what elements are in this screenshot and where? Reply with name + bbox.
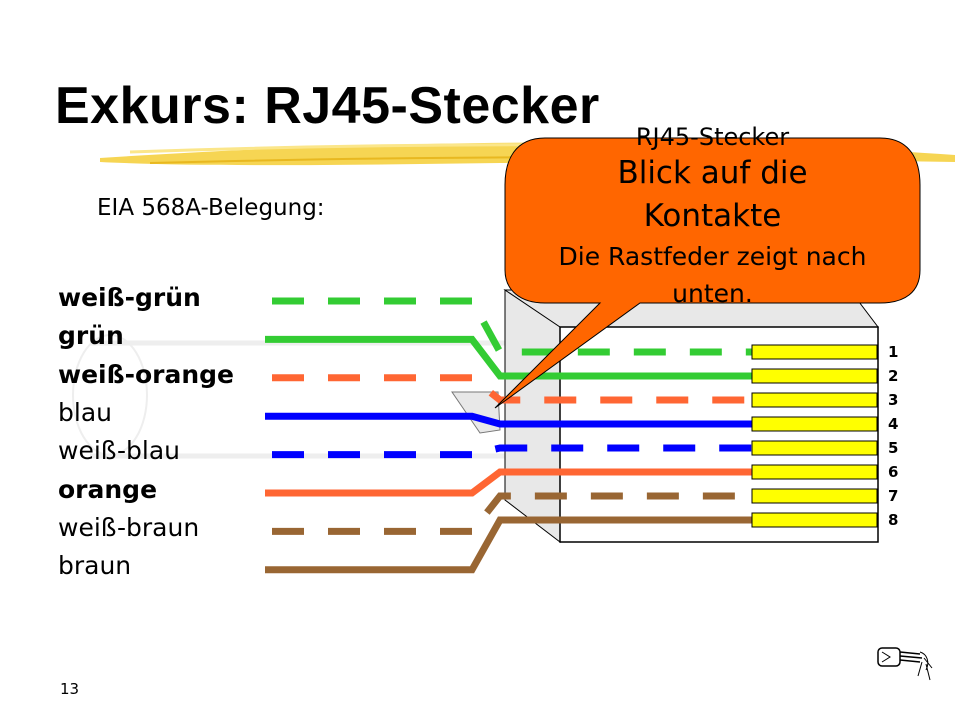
wire-6 (265, 468, 752, 497)
wires-layer (265, 297, 752, 574)
wire-5 (272, 444, 752, 459)
wire-label: braun (58, 551, 132, 580)
wire-3 (272, 374, 752, 404)
callout-main-line-1: Blick auf die (617, 155, 808, 191)
wire-label: orange (58, 475, 158, 504)
wire-label: weiß-braun (58, 513, 200, 542)
contacts-layer (751, 344, 878, 528)
pin-number: 7 (888, 487, 899, 505)
wire-1 (272, 297, 752, 356)
wire-label: weiß-orange (58, 360, 235, 389)
contact-pin-6 (751, 464, 878, 480)
pin-number: 8 (888, 511, 899, 529)
callout-heading: RJ45-Stecker (635, 123, 790, 151)
page-title: Exkurs: RJ45-Stecker (55, 77, 600, 135)
page-number: 13 (60, 680, 80, 698)
contact-pin-7 (751, 488, 878, 504)
pin-number: 2 (888, 367, 899, 385)
contact-pin-4 (751, 416, 878, 432)
pin-number: 6 (888, 463, 899, 481)
callout-main-line-2: Kontakte (643, 198, 782, 234)
wire-8 (265, 516, 752, 574)
standard-subtitle: EIA 568A-Belegung: (97, 195, 325, 221)
callout-note-line-1: Die Rastfeder zeigt nach (558, 242, 867, 271)
callout-text: RJ45-Stecker Blick auf die Kontakte Die … (510, 122, 915, 312)
contact-pin-8 (751, 512, 878, 528)
callout-bubble (494, 137, 921, 409)
hand-pointing-icon (877, 647, 933, 681)
pin-number: 5 (888, 439, 899, 457)
contact-pin-3 (751, 392, 878, 408)
callout-note-line-2: unten. (672, 279, 753, 308)
wire-label: weiß-blau (58, 436, 180, 465)
pin-number: 3 (888, 391, 899, 409)
pin-number: 1 (888, 343, 899, 361)
contact-pin-2 (751, 368, 878, 384)
contact-pin-5 (751, 440, 878, 456)
wire-2 (265, 335, 752, 380)
wire-label: grün (58, 321, 124, 350)
wire-4 (265, 412, 752, 428)
contact-pin-1 (751, 344, 878, 360)
rj45-plug-body (451, 289, 880, 544)
wire-label: weiß-grün (58, 283, 201, 312)
wire-label: blau (58, 398, 112, 427)
pin-number: 4 (888, 415, 899, 433)
